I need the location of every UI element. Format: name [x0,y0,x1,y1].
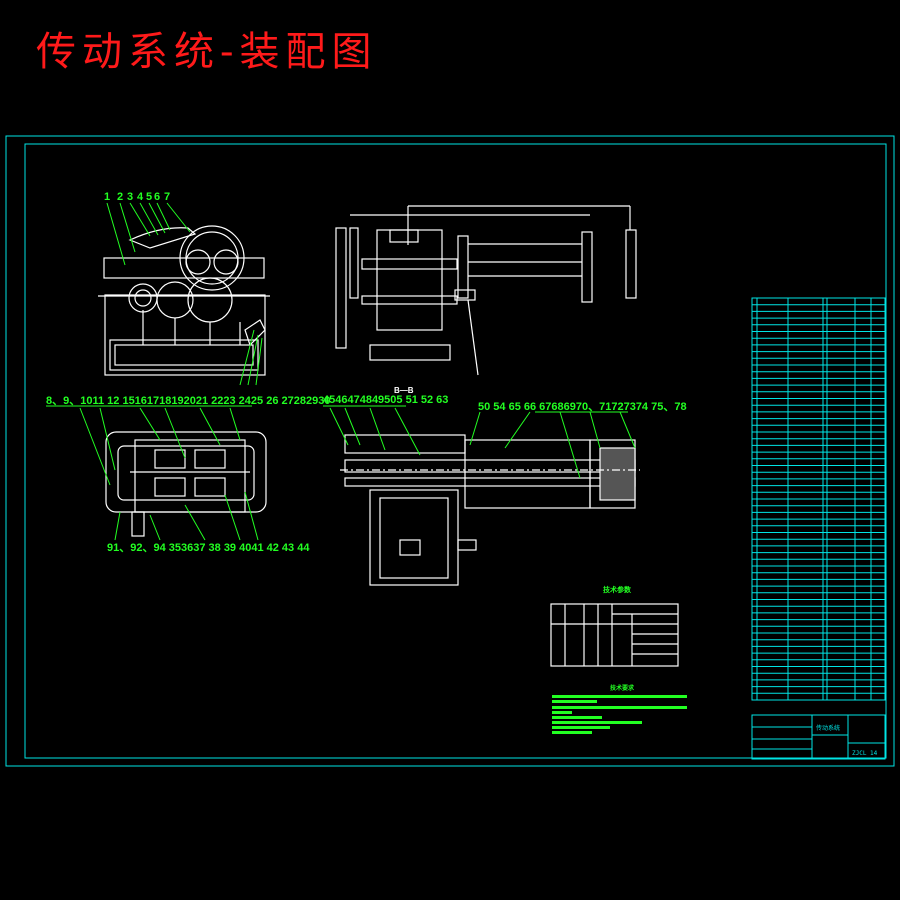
top-view-labels-top: 8、9、1011 12 15161718192021 2223 2425 26 … [46,395,330,407]
tech-requirements-title: 技术要求 [610,684,635,692]
parameter-table: 技术参数 [551,585,678,666]
top-view [106,432,266,536]
section-bb-view [340,435,640,585]
section-bb-labels-right: 50 54 65 66 67686970、71727374 75、78 [478,401,687,413]
plan-view [336,206,636,375]
svg-text:4: 4 [137,191,144,203]
svg-text:技术参数: 技术参数 [603,585,632,594]
title-block-name: 传动系统 [816,724,840,732]
front-view-leaders: 1 2 3 4 5 6 7 [104,191,262,385]
outer-border [6,136,894,766]
title-block-code: ZJCL 14 [852,750,878,757]
bom-table [752,298,885,700]
svg-text:3: 3 [127,191,133,203]
svg-text:5: 5 [146,191,152,203]
svg-text:7: 7 [164,191,170,203]
top-view-leaders: 8、9、1011 12 15161718192021 2223 2425 26 … [46,395,330,554]
section-bb-labels-left: 4546474849505 51 52 63 [323,394,448,406]
front-view [98,226,270,375]
top-view-labels-bottom: 91、92、94 353637 38 39 4041 42 43 44 [107,542,310,554]
svg-text:6: 6 [154,191,160,203]
svg-text:2: 2 [117,191,123,203]
title-block: 传动系统 ZJCL 14 [752,715,885,759]
svg-text:1: 1 [104,191,110,203]
tech-requirements: 技术要求 [552,684,687,734]
